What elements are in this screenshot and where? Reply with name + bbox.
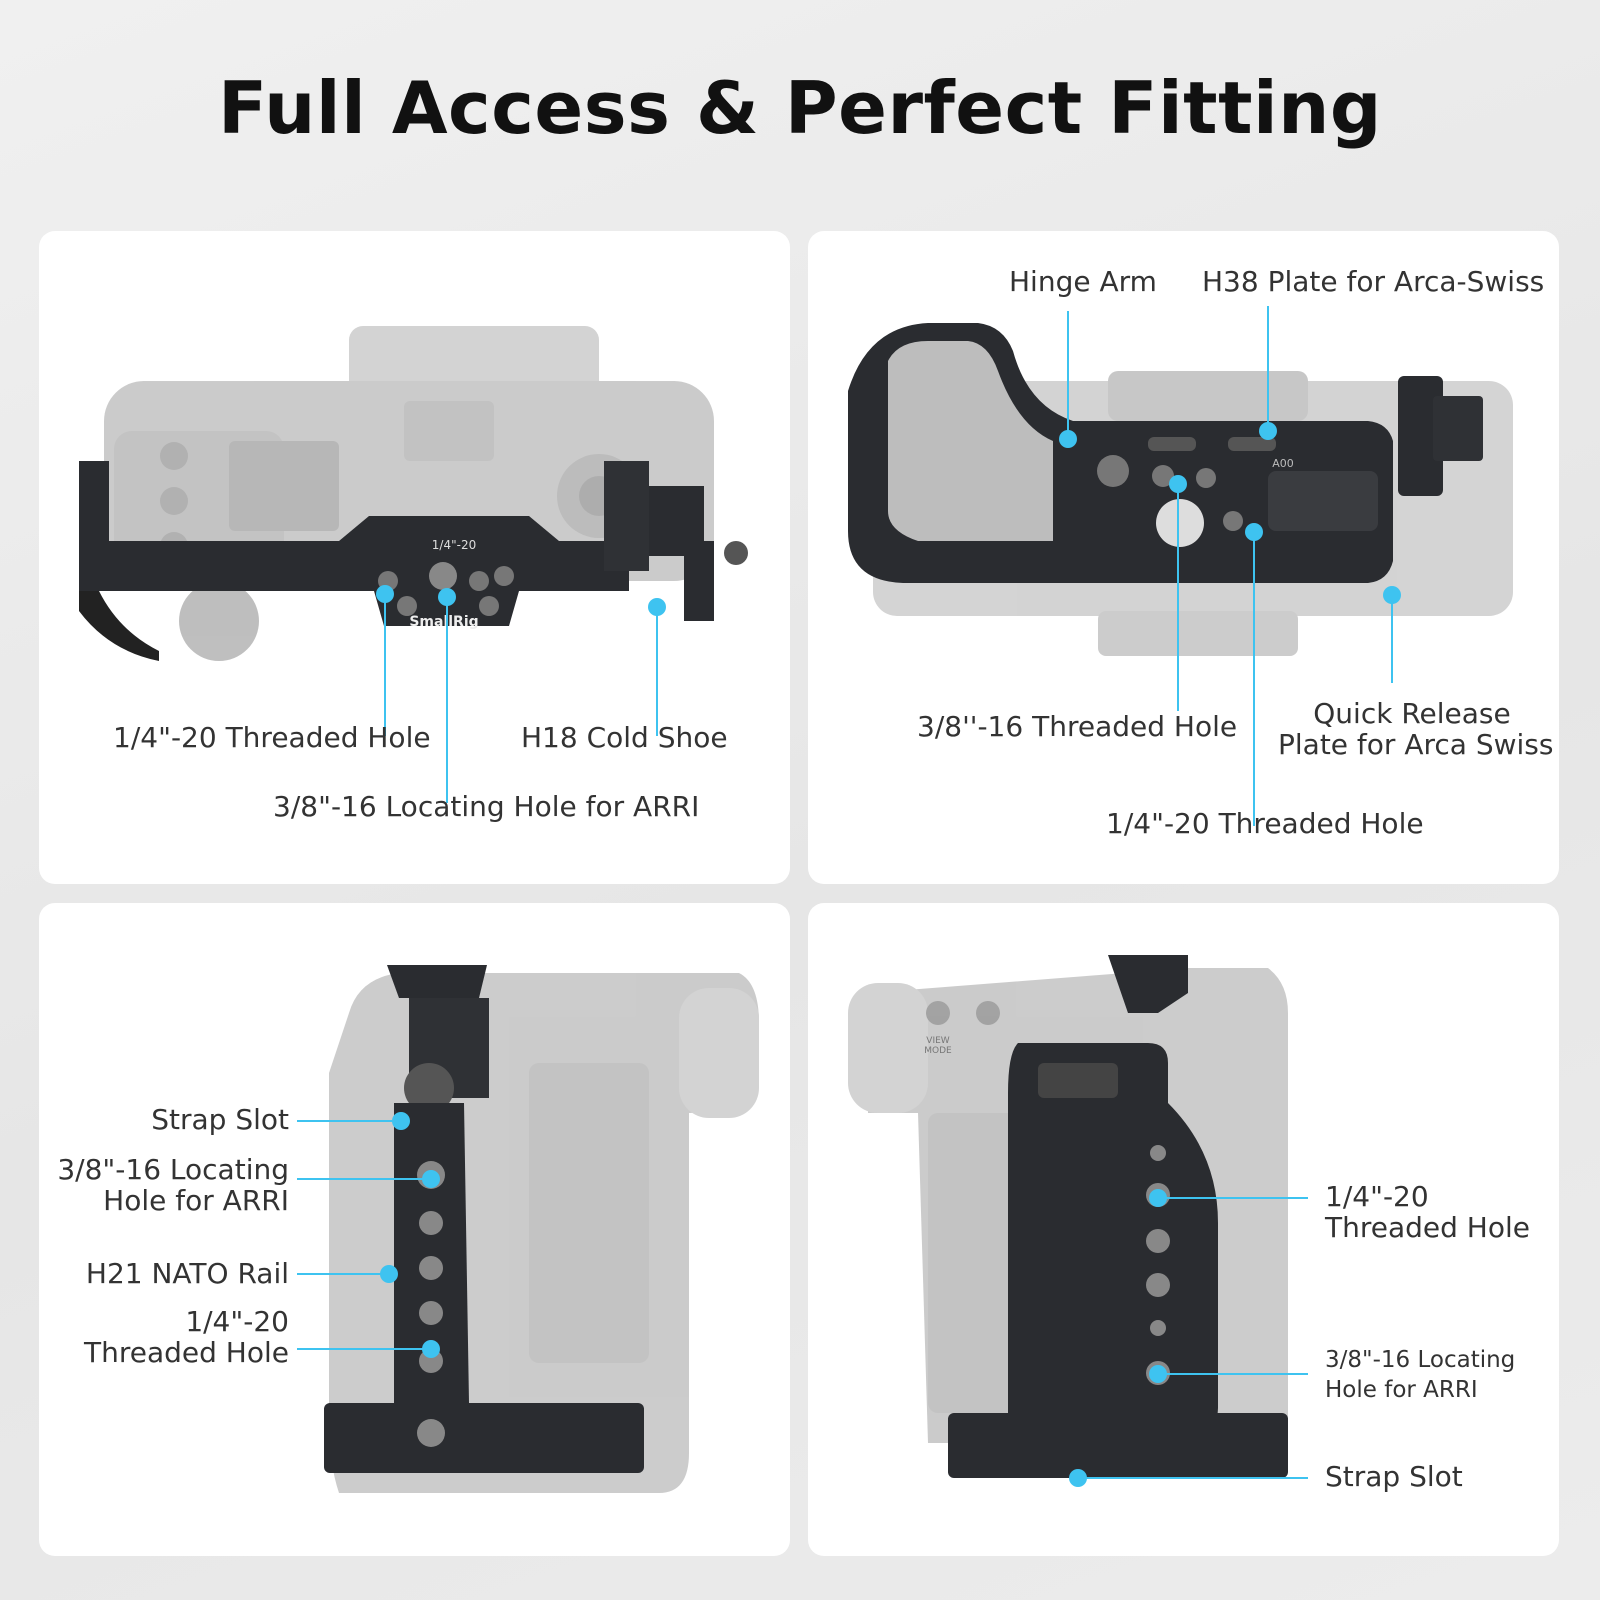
label-arri-locating-hole: 3/8"-16 Locating Hole for ARRI: [273, 790, 700, 823]
label-strap-slot: Strap Slot: [151, 1103, 289, 1136]
callout-dots: [1059, 422, 1401, 604]
cage-frame-top: [79, 461, 748, 661]
label-arri-line-1: 3/8"-16 Locating: [57, 1153, 289, 1186]
panel-top-view: 1/4"-20 SmallRig 1/4"-20 Threaded Hole H…: [39, 231, 790, 884]
label-threaded-hole-14: 1/4"-20 Threaded Hole: [1106, 807, 1424, 840]
label-cold-shoe: H18 Cold Shoe: [521, 721, 728, 754]
label-quick-release-line-2: Plate for Arca Swiss: [1278, 728, 1554, 761]
plate-engraving: A00: [1272, 457, 1294, 470]
callout-dots: [376, 585, 666, 616]
label-arri-line-2: Hole for ARRI: [103, 1184, 289, 1217]
callout-lines: [1067, 306, 1393, 826]
label-threaded-hole-38: 3/8''-16 Threaded Hole: [917, 710, 1238, 743]
label-threaded-line-1: 1/4"-20: [185, 1305, 289, 1338]
label-arri-line-2: Hole for ARRI: [1325, 1377, 1478, 1403]
cage-frame-bottom: [848, 323, 1483, 583]
label-quick-release-plate: Quick Release Plate for Arca Swiss: [1278, 697, 1554, 761]
label-strap-slot: Strap Slot: [1325, 1460, 1463, 1493]
label-threaded-line-2: Threaded Hole: [1325, 1211, 1530, 1244]
label-threaded-hole: 1/4"-20 Threaded Hole: [1325, 1181, 1530, 1243]
callout-lines: [297, 1120, 431, 1350]
top-view-illustration: 1/4"-20 SmallRig: [79, 326, 748, 803]
label-arri-locating-hole: 3/8"-16 Locating Hole for ARRI: [1325, 1345, 1515, 1405]
panel-left-side-view: Strap Slot 3/8"-16 Locating Hole for ARR…: [39, 903, 790, 1556]
label-arri-locating-hole: 3/8"-16 Locating Hole for ARRI: [39, 1154, 289, 1216]
callout-lines: [1078, 1197, 1308, 1479]
camera-mark-view: VIEW: [926, 1036, 949, 1046]
label-h38-plate: H38 Plate for Arca-Swiss: [1202, 265, 1545, 298]
label-threaded-line-1: 1/4"-20: [1325, 1180, 1429, 1213]
label-arri-line-1: 3/8"-16 Locating: [1325, 1347, 1516, 1373]
callout-dots: [380, 1112, 440, 1358]
brand-engraving: SmallRig: [409, 614, 478, 630]
thread-engraving: 1/4"-20: [432, 538, 476, 552]
label-quick-release-line-1: Quick Release: [1313, 697, 1511, 730]
panel-right-side-view: VIEW MODE 1/4"-20 Threaded Hole: [808, 903, 1559, 1556]
label-threaded-line-2: Threaded Hole: [84, 1336, 289, 1369]
label-hinge-arm: Hinge Arm: [1009, 265, 1157, 298]
bottom-view-illustration: A00: [848, 306, 1513, 826]
left-side-illustration: [297, 965, 759, 1493]
cage-frame-right: [948, 955, 1288, 1478]
callout-dots: [1069, 1189, 1167, 1487]
callout-lines: [384, 596, 658, 803]
panel-bottom-view: A00 Hinge Arm H38 Plate for Arca-Swiss 3…: [808, 231, 1559, 884]
right-side-illustration: VIEW MODE: [848, 955, 1308, 1487]
label-quarter-threaded-hole: 1/4"-20 Threaded Hole: [113, 721, 431, 754]
label-threaded-hole: 1/4"-20 Threaded Hole: [39, 1306, 289, 1368]
label-nato-rail: H21 NATO Rail: [85, 1257, 289, 1290]
camera-mark-mode: MODE: [924, 1046, 952, 1056]
page-title: Full Access & Perfect Fitting: [218, 66, 1382, 150]
